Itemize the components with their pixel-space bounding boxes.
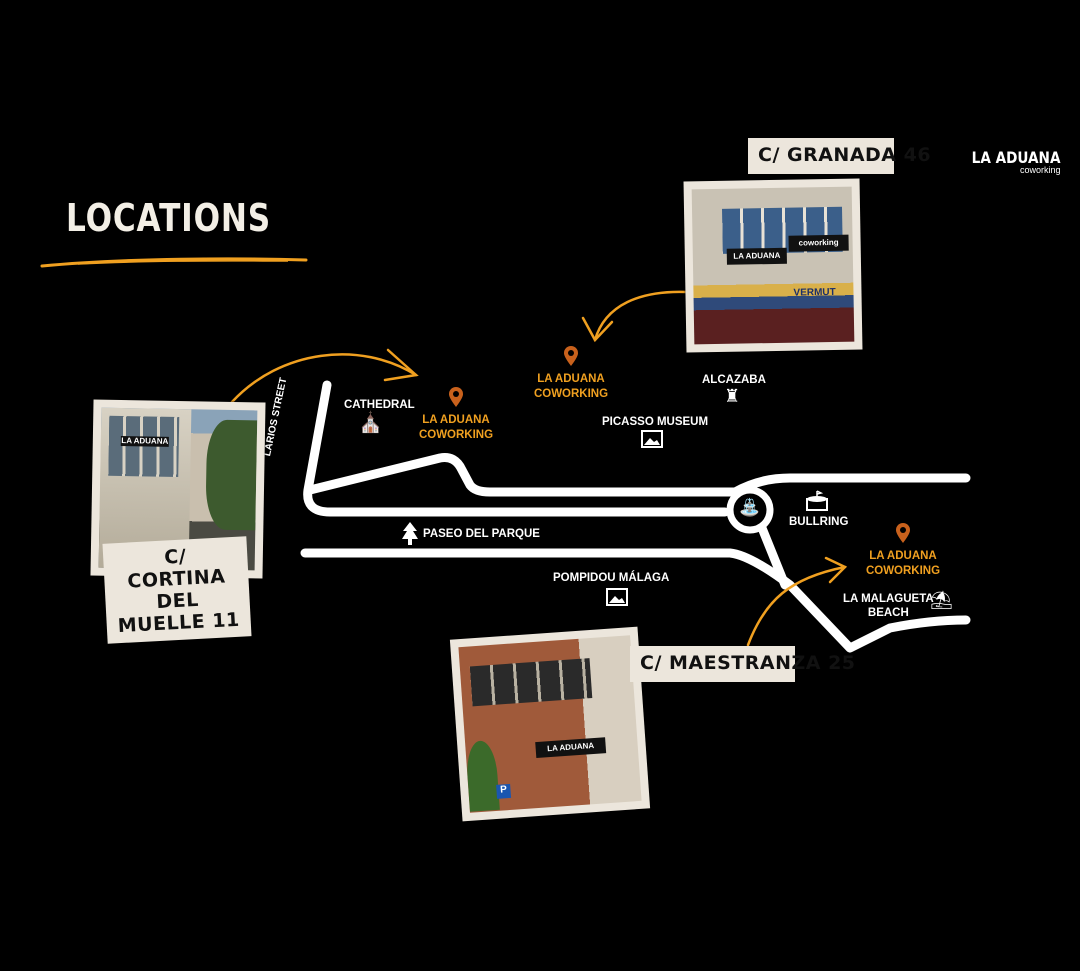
paseo-label: PASEO DEL PARQUE [423, 528, 540, 540]
roundabout-exit-road [757, 523, 790, 590]
arrow-maestranza-head [824, 556, 848, 584]
bullring-label: BULLRING [789, 516, 849, 528]
coworking-pin-granada[interactable]: LA ADUANA COWORKING [531, 345, 611, 402]
map-pin-icon [896, 523, 910, 543]
photo-maestranza: LA ADUANA P [449, 626, 651, 822]
pin-label-line2: COWORKING [533, 388, 609, 400]
picture-icon [606, 588, 628, 606]
photo-sign: LA ADUANA [120, 435, 169, 447]
fountain-icon: ⛲ [739, 498, 761, 517]
arrow-maestranza [746, 565, 847, 647]
pin-label-line1: LA ADUANA [422, 414, 490, 426]
title-underline [40, 257, 308, 268]
arrow-granada-head [581, 316, 614, 343]
tree-icon [402, 522, 418, 545]
bullring-icon [806, 490, 828, 511]
beach-label: LA MALAGUETA BEACH [843, 592, 934, 620]
pin-label-line2: COWORKING [865, 565, 941, 577]
photo-sign-sub: coworking [788, 234, 849, 252]
logo-name: LA ADUANA [971, 148, 1061, 167]
church-icon: ⛪ [358, 412, 383, 434]
pin-label-line2: COWORKING [418, 429, 494, 441]
alcazaba-label: ALCAZABA [702, 374, 766, 386]
beach-umbrella-icon: ⛱ [930, 590, 953, 610]
roundabout [726, 486, 774, 534]
map-pin-icon [564, 346, 578, 366]
arrow-granada [593, 290, 690, 342]
cathedral-label: CATHEDRAL [344, 399, 415, 411]
coworking-pin-maestranza[interactable]: LA ADUANA COWORKING [863, 522, 943, 579]
photo-sign: LA ADUANA [726, 247, 787, 265]
pin-label-line1: LA ADUANA [869, 550, 937, 562]
paseo-road [300, 548, 971, 653]
picture-icon [641, 430, 663, 448]
brand-logo: LA ADUANA coworking [956, 148, 1061, 175]
pompidou-label: POMPIDOU MÁLAGA [553, 572, 670, 584]
address-line2: DEL MUELLE 11 [117, 588, 241, 638]
parking-icon: P [496, 783, 512, 799]
map-pin-icon [449, 387, 463, 407]
beach-label-line2: BEACH [867, 607, 909, 619]
photo-granada: LA ADUANA coworking VERMUT [683, 178, 863, 353]
photo-sign: LA ADUANA [535, 737, 607, 759]
tower-icon: ♜ [724, 386, 741, 406]
arrow-cortina-head [383, 348, 419, 382]
page-title: LOCATIONS [66, 196, 272, 240]
address-tag-maestranza: C/ MAESTRANZA 25 [630, 646, 855, 682]
arrow-cortina [230, 353, 418, 404]
logo-sub: coworking [1019, 165, 1061, 175]
coworking-pin-cortina[interactable]: LA ADUANA COWORKING [416, 386, 496, 443]
address-line1: C/ CORTINA [126, 545, 226, 593]
beach-label-line1: LA MALAGUETA [843, 593, 934, 605]
address-tag-granada: C/ GRANADA 46 [748, 138, 931, 174]
address-tag-cortina: C/ CORTINA DEL MUELLE 11 [102, 536, 252, 644]
shop-sign: VERMUT [793, 286, 836, 299]
picasso-label: PICASSO MUSEUM [602, 416, 709, 428]
pin-label-line1: LA ADUANA [537, 373, 605, 385]
alameda-road [305, 453, 971, 497]
